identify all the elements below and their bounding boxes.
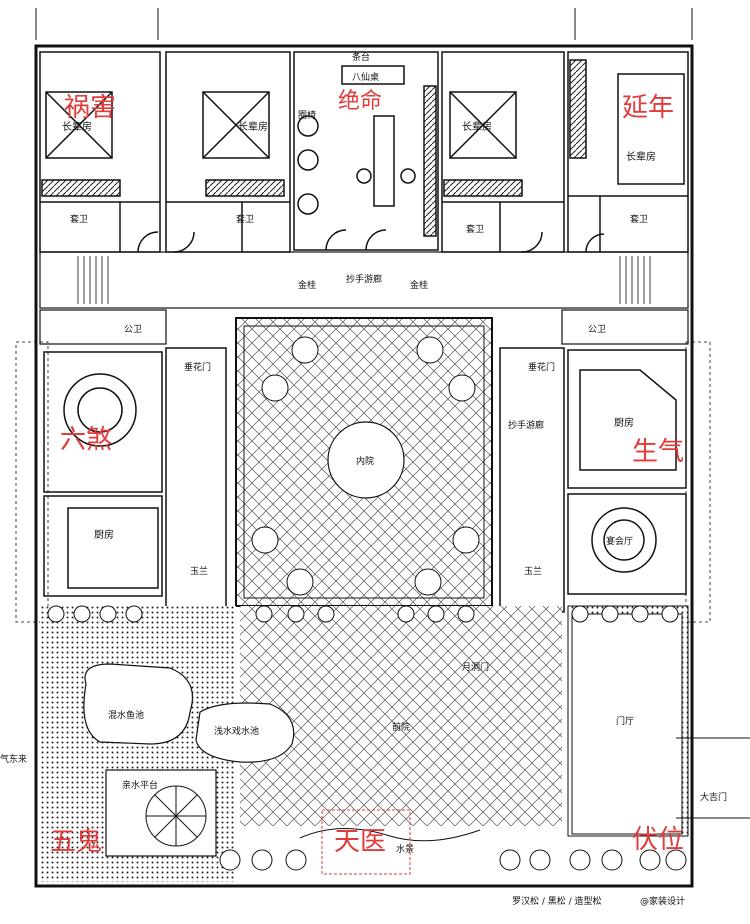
watermark: @家装设计	[640, 895, 685, 907]
yulan-left-label: 玉兰	[190, 565, 208, 577]
kitchen-right-label: 厨房	[614, 416, 634, 429]
corridor-top-label: 抄手游廊	[346, 273, 382, 285]
stream-label: 水景	[396, 843, 414, 855]
fengshui-jueming: 绝命	[338, 89, 382, 114]
entrance-hall-label: 门厅	[616, 715, 634, 727]
bath-4-label: 套卫	[630, 213, 648, 225]
elder-room-3-label: 长辈房	[462, 120, 492, 133]
play-pool	[195, 702, 295, 763]
chuihua-left-label: 垂花门	[184, 361, 211, 373]
table-top-label: 条台	[352, 51, 370, 63]
inner-court-label: 内院	[356, 455, 374, 467]
banquet-hall-label: 宴会厅	[606, 535, 633, 547]
bath-3-label: 套卫	[466, 223, 484, 235]
xianren-table-label: 八仙桌	[352, 71, 379, 83]
outer-wall	[34, 44, 694, 888]
public-bath-left-label: 公卫	[124, 324, 142, 335]
yulan-right-label: 玉兰	[524, 565, 542, 577]
quanyi-label: 圈椅	[298, 109, 316, 121]
play-pool-label: 浅水戏水池	[214, 725, 259, 737]
inner-court-center	[327, 421, 405, 499]
fengshui-shengqi: 生气	[632, 437, 684, 467]
front-court-label: 前院	[392, 721, 410, 733]
kitchen-left-label: 厨房	[94, 528, 114, 541]
public-bath-right-label: 公卫	[588, 324, 606, 335]
fish-pond-label: 混水鱼池	[108, 709, 144, 721]
elder-room-4-label: 长辈房	[626, 150, 656, 163]
gold-osmanthus-right-label: 金桂	[410, 279, 428, 291]
gold-osmanthus-left-label: 金桂	[298, 279, 316, 291]
elder-room-1-label: 长辈房	[62, 120, 92, 133]
bath-2-label: 套卫	[236, 213, 254, 225]
fengshui-fuwei: 伏位	[632, 825, 684, 855]
inner-gate-label: 月洞门	[462, 661, 489, 673]
fengshui-wugui: 五鬼	[50, 827, 102, 857]
bath-1-label: 套卫	[70, 213, 88, 225]
chuihua-right-label: 垂花门	[528, 361, 555, 373]
fengshui-huohai: 祸害	[64, 93, 116, 123]
fengshui-liusha: 六煞	[60, 425, 112, 455]
top-rooms	[39, 51, 689, 253]
screen-wall-label: 气东来	[0, 753, 27, 765]
fish-pond	[83, 663, 194, 745]
elder-room-2-label: 长辈房	[238, 120, 268, 133]
fengshui-tianyi: 天医	[334, 827, 386, 857]
corridor-right-label: 抄手游廊	[508, 419, 544, 431]
bottom-note: 罗汉松 / 黑松 / 造型松	[512, 895, 602, 907]
fengshui-yannian: 延年	[622, 93, 674, 123]
front-courtyard	[240, 606, 562, 826]
tianyi-box	[321, 809, 411, 875]
main-gate-label: 大吉门	[700, 791, 727, 803]
water-terrace-label: 亲水平台	[122, 779, 158, 791]
